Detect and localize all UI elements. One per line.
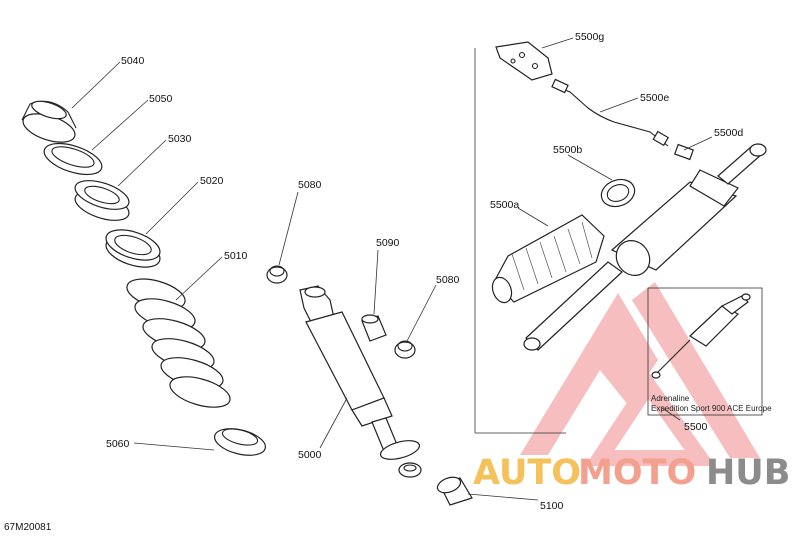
part-5500-shock-assembly [523, 143, 767, 351]
watermark-moto: MOTO [578, 453, 696, 493]
leader-lines [71, 37, 713, 501]
watermark-hub: HUB [706, 453, 790, 493]
part-5500e-hose [551, 78, 670, 147]
watermark-logo [520, 282, 760, 466]
callout-labels: 5040 5050 5030 5020 5010 5060 5080 5090 … [106, 31, 743, 512]
part-5060-clip-ring [214, 428, 266, 456]
part-5090-sleeve [361, 314, 387, 342]
label-5500d: 5500d [714, 127, 743, 139]
label-5000: 5000 [298, 449, 322, 461]
part-5500g-mounting-bracket [495, 41, 553, 81]
label-5080-lower: 5080 [436, 274, 460, 286]
label-5090: 5090 [376, 237, 400, 249]
part-5500d-connector [674, 143, 694, 161]
label-5500a: 5500a [490, 199, 519, 211]
label-5060: 5060 [106, 438, 130, 450]
part-5030-adjuster-nut [74, 180, 130, 221]
part-5020-spring-seat [105, 229, 161, 268]
label-5050: 5050 [149, 93, 173, 105]
inset-box [647, 287, 763, 416]
inset-model-line1: Adrenaline [651, 394, 690, 403]
part-5100-end-bushing [436, 476, 473, 506]
part-5500b-clamp-ring [600, 178, 636, 208]
part-5040-spring-cap [21, 100, 77, 143]
watermark-auto: AUTO [473, 453, 581, 493]
watermark-text: AUTO MOTO HUB [473, 453, 790, 493]
label-5500b: 5500b [553, 144, 582, 156]
figure-code: 67M20081 [4, 522, 52, 533]
label-5080-upper: 5080 [298, 179, 322, 191]
label-5040: 5040 [121, 55, 145, 67]
inset-model-line2: Expedition Sport 900 ACE Europe [651, 404, 772, 413]
part-5080-bushing-upper [266, 265, 288, 284]
label-5020: 5020 [200, 175, 224, 187]
label-5500g: 5500g [575, 31, 604, 43]
part-5010-coil-spring [126, 278, 231, 408]
part-5080-bushing-lower [394, 340, 416, 359]
part-5050-ring [43, 142, 103, 176]
label-5500e: 5500e [640, 92, 669, 104]
label-5500: 5500 [684, 421, 708, 433]
part-5000-shock-absorber [299, 285, 422, 478]
part-5500a-bellows-boot [491, 214, 605, 304]
assembly-bracket-frame [474, 48, 566, 434]
label-5010: 5010 [224, 250, 248, 262]
label-5030: 5030 [168, 133, 192, 145]
label-5100: 5100 [540, 500, 564, 512]
